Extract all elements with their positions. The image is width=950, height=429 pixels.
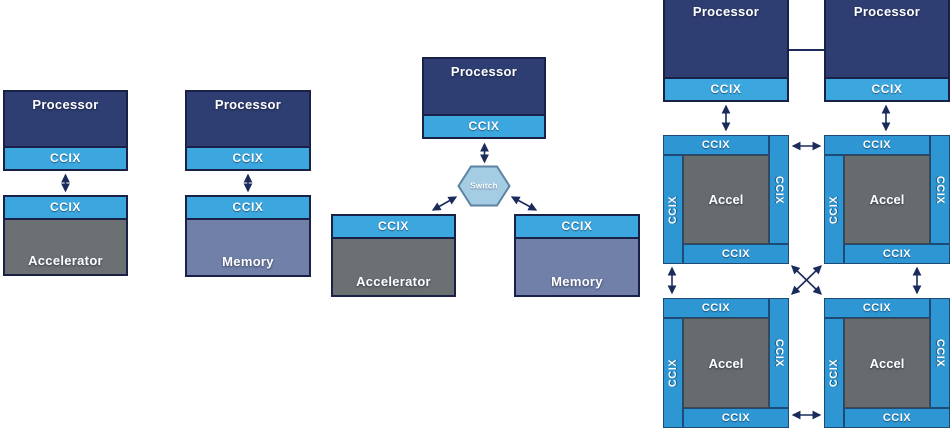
p4-processor-right-label: Processor: [853, 4, 921, 19]
accel-core: Accel: [844, 155, 930, 244]
ccix-port-right-label: CCIX: [934, 338, 946, 368]
ccix-port-bottom: CCIX: [844, 408, 950, 428]
p3-switch-label: Switch: [470, 181, 498, 191]
ccix-port-right-label: CCIX: [773, 175, 785, 204]
p4-processor-left-box: Processor CCIX: [663, 0, 789, 102]
ccix-port-right-label: CCIX: [934, 175, 946, 204]
p3-memory-ccix-port: CCIX: [516, 216, 638, 239]
ccix-port-left: CCIX: [824, 318, 844, 428]
ccix-port-right: CCIX: [930, 135, 950, 244]
p4-processor-left-ccix-port: CCIX: [665, 77, 787, 100]
ccix-port-left-label: CCIX: [667, 358, 679, 388]
p4-accel-block-bottom-left: CCIX CCIX CCIX CCIX Accel: [663, 298, 789, 428]
accel-core: Accel: [683, 155, 769, 244]
p1-accelerator-box: CCIX Accelerator: [3, 195, 128, 276]
arrow-p4-accelTL-accelBR: [791, 265, 822, 295]
p4-processor-right-ccix-port: CCIX: [826, 77, 948, 100]
ccix-port-right: CCIX: [769, 298, 789, 408]
arrow-p4-accelTR-accelBL: [791, 265, 822, 295]
p3-accelerator-box: CCIX Accelerator: [331, 214, 456, 297]
p2-processor-label: Processor: [214, 97, 282, 112]
ccix-port-left-label: CCIX: [828, 195, 840, 224]
arrow-p3-switch-accelerator: [431, 196, 458, 211]
hexagon-shape-icon: [457, 165, 511, 207]
p1-processor-label: Processor: [32, 97, 99, 112]
p3-processor-ccix-port: CCIX: [424, 114, 544, 137]
p2-processor-ccix-port: CCIX: [187, 146, 309, 169]
p3-accelerator-label: Accelerator: [356, 274, 431, 289]
p4-processor-right-box: Processor CCIX: [824, 0, 950, 102]
p3-processor-label: Processor: [450, 64, 518, 79]
ccix-port-top: CCIX: [663, 298, 769, 318]
ccix-port-top: CCIX: [824, 135, 930, 155]
p1-accelerator-label: Accelerator: [28, 253, 103, 268]
p3-switch-hexagon: Switch: [457, 165, 511, 207]
ccix-port-right-label: CCIX: [773, 338, 785, 368]
ccix-port-right: CCIX: [930, 298, 950, 408]
p1-accelerator-ccix-port: CCIX: [5, 197, 126, 220]
ccix-port-right: CCIX: [769, 135, 789, 244]
p2-memory-ccix-port: CCIX: [187, 197, 309, 220]
p3-processor-box: Processor CCIX: [422, 57, 546, 139]
ccix-port-left: CCIX: [663, 155, 683, 264]
p3-memory-box: CCIX Memory: [514, 214, 640, 297]
ccix-port-bottom: CCIX: [683, 244, 789, 264]
arrow-p3-switch-memory: [510, 196, 538, 211]
p2-memory-box: CCIX Memory: [185, 195, 311, 277]
p4-accel-block-top-right: CCIX CCIX CCIX CCIX Accel: [824, 135, 950, 264]
p4-accel-block-top-left: CCIX CCIX CCIX CCIX Accel: [663, 135, 789, 264]
p3-accelerator-ccix-port: CCIX: [333, 216, 454, 239]
accel-core: Accel: [844, 318, 930, 408]
ccix-port-left-label: CCIX: [828, 358, 840, 388]
p2-processor-box: Processor CCIX: [185, 90, 311, 171]
ccix-port-left: CCIX: [824, 155, 844, 264]
ccix-port-bottom: CCIX: [683, 408, 789, 428]
ccix-port-left: CCIX: [663, 318, 683, 428]
accel-core: Accel: [683, 318, 769, 408]
ccix-port-left-label: CCIX: [667, 195, 679, 224]
p1-processor-box: Processor CCIX: [3, 90, 128, 171]
p4-processor-left-label: Processor: [692, 4, 760, 19]
ccix-port-top: CCIX: [824, 298, 930, 318]
p2-memory-label: Memory: [222, 254, 274, 269]
ccix-port-bottom: CCIX: [844, 244, 950, 264]
p1-processor-ccix-port: CCIX: [5, 146, 126, 169]
ccix-port-top: CCIX: [663, 135, 769, 155]
p4-accel-block-bottom-right: CCIX CCIX CCIX CCIX Accel: [824, 298, 950, 428]
p3-memory-label: Memory: [551, 274, 603, 289]
